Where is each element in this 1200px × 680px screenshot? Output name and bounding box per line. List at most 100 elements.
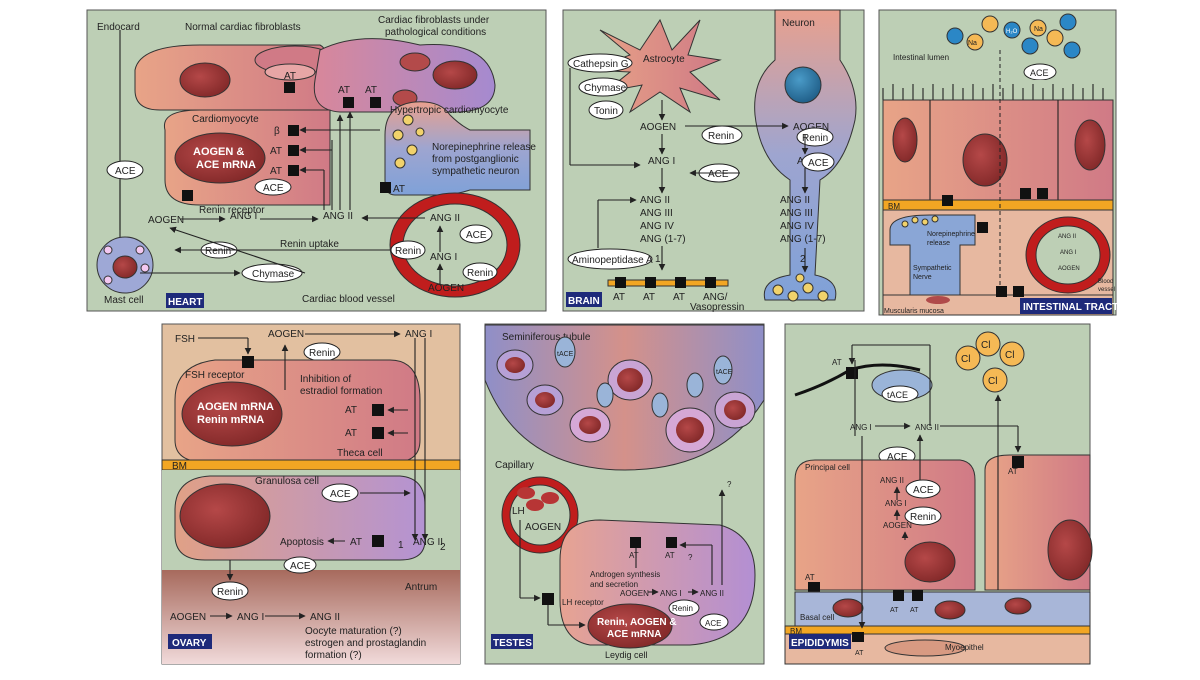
question-label: ?	[727, 480, 732, 489]
cardiomyocyte-label: Cardiomyocyte	[192, 114, 259, 125]
chymase-label: Chymase	[584, 83, 627, 94]
ace-label: ACE	[887, 452, 908, 463]
vessel-ang1-label: ANG I	[430, 252, 457, 263]
bm-label: BM	[172, 461, 187, 472]
capillary-label: Capillary	[495, 460, 534, 471]
renin-oval	[904, 506, 942, 526]
ang17-label: ANG (1-7)	[640, 234, 686, 245]
chymase-label: Chymase	[252, 269, 295, 280]
renin-label: Renin	[467, 268, 493, 279]
chymase-oval	[578, 77, 628, 97]
vessel-aogen-label: AOGEN	[428, 283, 464, 294]
neuron-ang2-label: ANG II	[780, 195, 810, 206]
neuron-label: Neuron	[782, 18, 815, 29]
antrum-ang2: ANG II	[310, 612, 340, 623]
oocyte-label-2: estrogen and prostaglandin	[305, 638, 426, 649]
ang1-label: ANG I	[405, 329, 432, 340]
vessel-ang2-label: ANG II	[430, 213, 460, 224]
muscle-nucleus	[926, 296, 950, 304]
vasopressin-receptor	[705, 277, 716, 288]
ace-oval	[254, 178, 292, 196]
at2-receptor	[666, 537, 677, 548]
at1-receptor	[846, 367, 858, 379]
lh-receptor-label: LH receptor	[562, 598, 604, 607]
brain-tag-label: BRAIN	[568, 296, 600, 307]
tace-oval	[881, 385, 919, 403]
sperm-head	[554, 336, 576, 368]
basement-membrane	[882, 199, 1114, 211]
ace-label: ACE	[708, 169, 729, 180]
ang2-label: ANG II	[323, 211, 353, 222]
ace-label: ACE	[263, 183, 284, 194]
villi	[882, 80, 1113, 100]
fsh-receptor-label: FSH receptor	[185, 370, 245, 381]
na-label: Na	[1034, 26, 1043, 33]
ang1-label: ANG I	[660, 589, 682, 598]
step-2: 2	[800, 254, 806, 265]
basal-nucleus	[832, 598, 864, 618]
aminopeptidase-oval	[567, 248, 653, 270]
cathepsin-label: Cathepsin G	[573, 59, 629, 70]
ace-label: ACE	[1030, 68, 1049, 78]
epithelial-nucleus	[1074, 119, 1106, 171]
neuron-ang4-label: ANG IV	[780, 221, 814, 232]
patho-nucleus-2	[399, 52, 431, 72]
at2-receptor	[372, 535, 384, 547]
inhibition-label-2: estradiol formation	[300, 386, 382, 397]
epithelial-nucleus	[962, 133, 1008, 187]
sympathetic-label-1: Sympathetic	[913, 265, 952, 272]
at1-label: AT	[270, 146, 282, 157]
aogen-label: AOGEN	[148, 215, 184, 226]
mast-cell-label: Mast cell	[104, 295, 143, 306]
renin-label: Renin	[802, 133, 828, 144]
at2-receptor	[288, 165, 299, 176]
basal-label: Basal cell	[800, 613, 834, 622]
at2-receptor	[645, 277, 656, 288]
renin-oval	[796, 127, 834, 147]
mast-granule	[135, 245, 145, 255]
theca-nucleus	[181, 381, 283, 447]
pathological-fibroblast-cell	[313, 38, 496, 113]
renin-receptor-label: Renin receptor	[199, 205, 265, 216]
myoepithel-label: Myoepithel	[945, 643, 984, 652]
receptor-label-0: AT	[613, 292, 625, 303]
patho-fibroblast-label-2: pathological conditions	[385, 27, 486, 38]
neighbor-nucleus	[1047, 519, 1093, 581]
ace-oval	[106, 160, 144, 180]
mast-granule	[103, 275, 113, 285]
neuron-ang3-label: ANG III	[780, 208, 813, 219]
blood-vessel-label: Cardiac blood vessel	[302, 294, 395, 305]
ace-oval	[321, 483, 359, 503]
renin-uptake-label: Renin uptake	[280, 239, 339, 250]
tubule-label: Seminiferous tubule	[502, 332, 591, 343]
sperm-head	[713, 355, 733, 385]
tonin-label: Tonin	[594, 106, 618, 117]
renin-label: Renin	[672, 604, 693, 613]
neuron-cell	[754, 9, 857, 301]
erythrocyte	[541, 492, 559, 504]
apoptosis-label: Apoptosis	[280, 537, 324, 548]
arrow	[169, 226, 306, 274]
renin-oval	[668, 599, 700, 617]
at1-label: AT	[1008, 467, 1018, 476]
at1-label: AT	[890, 607, 899, 614]
androgen-label-1: Androgen synthesis	[590, 570, 660, 579]
at1-label: AT	[629, 551, 639, 560]
granulosa-label: Granulosa cell	[255, 476, 319, 487]
vasopressin-label: Vasopressin	[690, 302, 744, 313]
at1-receptor	[1012, 456, 1024, 468]
brain-tag	[566, 292, 602, 307]
bm-label: BM	[888, 202, 900, 211]
aogen-mrna-label: AOGEN mRNA	[197, 401, 274, 413]
erythrocyte	[526, 499, 544, 511]
mast-cell-nucleus	[112, 255, 138, 279]
step-2: 2	[440, 542, 446, 553]
lh-receptor	[542, 593, 554, 605]
testes-tag-label: TESTES	[493, 638, 532, 649]
testes-tag	[491, 634, 533, 649]
ace-label: ACE	[330, 489, 351, 500]
receptor-label-1: AT	[643, 292, 655, 303]
ne-release-3: sympathetic neuron	[432, 166, 519, 177]
fsh-label: FSH	[175, 334, 195, 345]
intestinal-tag	[1020, 298, 1112, 314]
